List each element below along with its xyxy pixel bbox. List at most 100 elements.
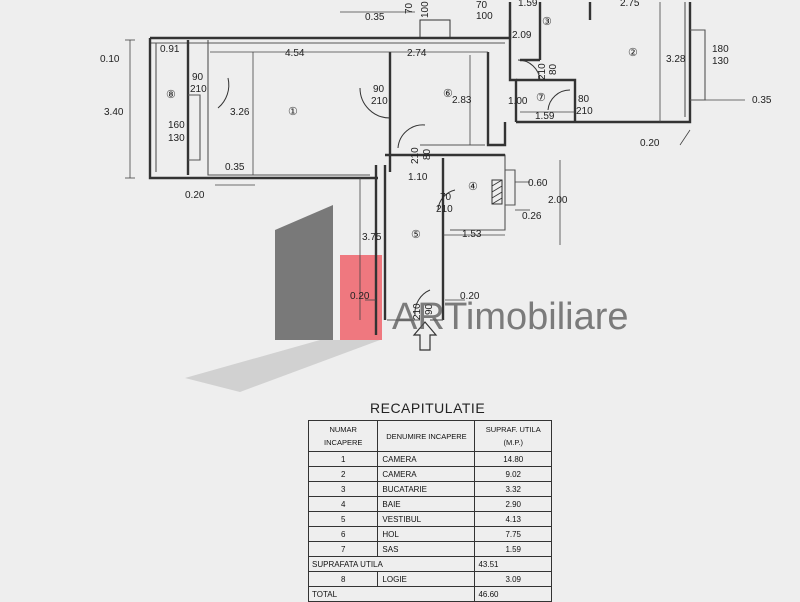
door-210-f: 210 [436,204,453,215]
loggia-row: 8 LOGIE 3.09 [307,571,552,587]
row-area: 9.02 [474,466,552,482]
header-area: SUPRAF. UTILA (M.P.) [474,420,552,452]
table-row: 6 HOL 7.75 [307,526,552,542]
dim-0-26: 0.26 [522,211,542,222]
dim-0-35-bottom: 0.35 [225,162,245,173]
row-area: 2.90 [474,496,552,512]
header-number: NUMAR INCAPERE [307,420,379,452]
dim-0-10: 0.10 [100,54,120,65]
total-label: TOTAL [307,586,476,602]
row-number: 3 [307,481,379,497]
logo-shadow [185,340,380,392]
dim-0-20-right: 0.20 [640,138,660,149]
row-area: 7.75 [474,526,552,542]
dimension-lines [125,2,745,320]
door-90-b: 90 [373,84,385,95]
row-name: CAMERA [377,451,476,467]
row-number: 6 [307,526,379,542]
dim-0-60: 0.60 [528,178,548,189]
recap-table: NUMAR INCAPERE DENUMIRE INCAPERE SUPRAF.… [307,420,552,602]
watermark-logo-text: ARTimobiliare [392,296,629,338]
recap-table-wrapper: NUMAR INCAPERE DENUMIRE INCAPERE SUPRAF.… [307,420,552,602]
dim-2-09: 2.09 [512,30,532,41]
dim-2-74: 2.74 [407,48,427,59]
total-row: TOTAL 46.60 [307,586,552,602]
door-90-a: 90 [192,72,204,83]
dim-4-54: 4.54 [285,48,305,59]
row-area: 1.59 [474,541,552,557]
recap-title: RECAPITULATIE [370,400,486,416]
window-130-left: 130 [168,133,185,144]
door-210-c: 210 [410,147,421,164]
dim-2-83: 2.83 [452,95,472,106]
row-number: 1 [307,451,379,467]
dim-3-28: 3.28 [666,54,686,65]
loggia-number: 8 [307,571,379,587]
room-8-label: ⑧ [166,89,176,101]
door-swings [217,19,571,316]
dim-0-20-bottom: 0.20 [185,190,205,201]
total-value: 46.60 [474,586,552,602]
door-80-d: 80 [548,63,559,75]
row-number: 7 [307,541,379,557]
door-70-f: 70 [440,192,452,203]
dim-door-70b: 70 [476,0,488,11]
door-80-e: 80 [578,94,590,105]
room-4-label: ④ [468,181,478,193]
loggia-area: 3.09 [474,571,552,587]
row-area: 3.32 [474,481,552,497]
row-number: 2 [307,466,379,482]
dim-1-00: 1.00 [508,96,528,107]
dim-1-53: 1.53 [462,229,482,240]
row-name: SAS [377,541,476,557]
dim-3-75: 3.75 [362,232,382,243]
door-90-g: 90 [424,303,435,315]
dim-door-70-top: 70 [404,2,415,14]
table-row: 4 BAIE 2.90 [307,496,552,512]
dim-0-35-right: 0.35 [752,95,772,106]
dim-door-100b: 100 [476,11,493,22]
door-210-b: 210 [371,96,388,107]
room-2-label: ② [628,47,638,59]
loggia-name: LOGIE [377,571,476,587]
row-name: BAIE [377,496,476,512]
dim-0-20-right-entry: 0.20 [460,291,480,302]
dim-2-75-top: 2.75 [620,0,640,9]
usable-area-row: SUPRAFATA UTILA 43.51 [307,556,552,572]
window-160-left: 160 [168,120,185,131]
row-name: VESTIBUL [377,511,476,527]
dim-2-00: 2.00 [548,195,568,206]
exterior-walls [148,2,706,335]
row-name: CAMERA [377,466,476,482]
usable-area-label: SUPRAFATA UTILA [307,556,476,572]
table-row: 7 SAS 1.59 [307,541,552,557]
entrance-arrow-icon [412,321,438,351]
dim-0-91: 0.91 [160,44,180,55]
room-1-label: ① [288,106,298,118]
table-row: 5 VESTIBUL 4.13 [307,511,552,527]
room-3-label: ③ [542,16,552,28]
door-210-d: 210 [537,63,548,80]
window-180-right: 180 [712,44,729,55]
usable-area-value: 43.51 [474,556,552,572]
table-row: 1 CAMERA 14.80 [307,451,552,467]
header-name: DENUMIRE INCAPERE [377,420,476,452]
dim-1-10: 1.10 [408,172,428,183]
room-5-label: ⑤ [411,229,421,241]
window-130-right: 130 [712,56,729,67]
row-number: 4 [307,496,379,512]
room-7-label: ⑦ [536,92,546,104]
dim-door-100-top: 100 [420,1,431,18]
door-210-g: 210 [412,303,423,320]
row-name: HOL [377,526,476,542]
row-number: 5 [307,511,379,527]
recap-header-row: NUMAR INCAPERE DENUMIRE INCAPERE SUPRAF.… [307,420,552,452]
room-6-label: ⑥ [443,88,453,100]
row-name: BUCATARIE [377,481,476,497]
door-210-a: 210 [190,84,207,95]
dim-1-59-mid: 1.59 [535,111,555,122]
ventilation-hatch [491,179,503,205]
dim-0-35-top: 0.35 [365,12,385,23]
row-area: 14.80 [474,451,552,467]
